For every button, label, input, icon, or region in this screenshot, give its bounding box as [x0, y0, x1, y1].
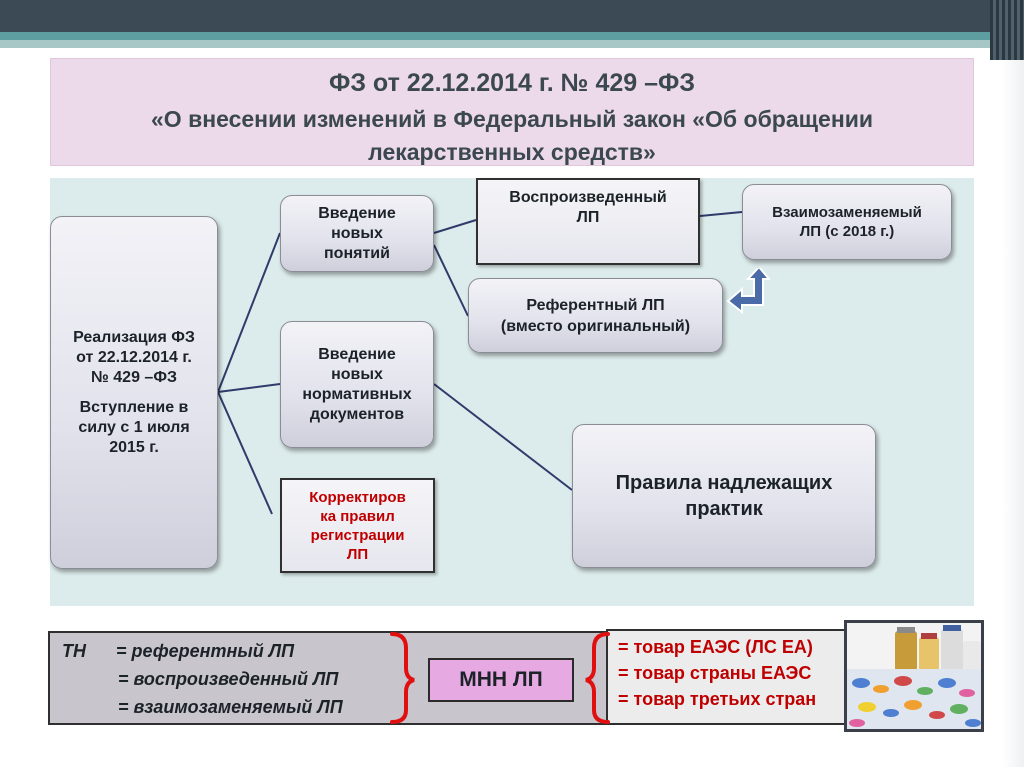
reproduced-line1: Воспроизведенный [509, 189, 667, 206]
left-curly-bracket [585, 632, 610, 724]
interchangeable-line2: ЛП (с 2018 г.) [799, 223, 895, 240]
goods-third-countries: = товар третьих стран [618, 689, 817, 709]
main-line3: № 429 –ФЗ [91, 368, 177, 386]
main-line6: 2015 г. [109, 438, 159, 456]
new-docs-line4: документов [309, 405, 405, 423]
top-dark-bar [0, 0, 1024, 32]
new-concepts-box: Введение новых понятий [280, 195, 434, 272]
title-law-name: «О внесении изменений в Федеральный зако… [51, 103, 973, 169]
referent-drug-box: Референтный ЛП (вместо оригинальный) [468, 278, 723, 353]
connector-reproduced-to-interchangeable [699, 211, 743, 217]
tn-equals-referent: = референтный ЛП [116, 641, 295, 661]
top-right-stripes [990, 0, 1024, 60]
connector-main-to-correction [217, 391, 273, 515]
main-line4: Вступление в [79, 398, 189, 416]
title-law-number: ФЗ от 22.12.2014 г. № 429 –ФЗ [328, 69, 696, 97]
goods-eaeu-ls: = товар ЕАЭС (ЛС ЕА) [618, 637, 813, 657]
correction-line3: регистрации [310, 526, 405, 544]
new-docs-line3: нормативных [302, 385, 412, 403]
reproduced-drug-box: Воспроизведенный ЛП [476, 178, 700, 265]
connector-main-to-concepts [217, 232, 281, 393]
correction-line2: ка правил [320, 507, 395, 525]
main-line1: Реализация ФЗ [73, 328, 195, 346]
reproduced-line2: ЛП [576, 209, 600, 226]
correction-line1: Корректиров [309, 488, 406, 506]
goods-eaeu-country: = товар страны ЕАЭС [618, 663, 812, 683]
title-box: ФЗ от 22.12.2014 г. № 429 –ФЗ «О внесени… [50, 58, 974, 166]
pills-photo [844, 620, 984, 732]
inn-drug-box: МНН ЛП [428, 658, 574, 702]
new-concepts-line3: понятий [324, 244, 390, 262]
turn-up-left-arrow-icon [726, 268, 770, 314]
top-light-bar [0, 40, 1024, 48]
right-edge-shadow [1002, 60, 1024, 767]
new-concepts-line1: Введение [318, 204, 396, 222]
connector-main-to-docs [217, 383, 281, 393]
title-law-name-line2: лекарственных средств» [368, 139, 656, 165]
referent-line2: (вместо оригинальный) [500, 317, 691, 335]
registration-rules-correction-box: Корректиров ка правил регистрации ЛП [280, 478, 435, 573]
new-regulatory-docs-box: Введение новых нормативных документов [280, 321, 434, 448]
new-docs-line2: новых [331, 365, 383, 383]
main-line5: силу с 1 июля [78, 418, 190, 436]
tn-equals-interchangeable: = взаимозаменяемый ЛП [118, 697, 343, 717]
interchangeable-drug-box: Взаимозаменяемый ЛП (с 2018 г.) [742, 184, 952, 260]
connector-docs-to-rules [433, 383, 573, 491]
correction-line4: ЛП [346, 545, 369, 563]
top-teal-bar [0, 32, 1024, 40]
new-concepts-line2: новых [331, 224, 383, 242]
main-line2: от 22.12.2014 г. [76, 348, 192, 366]
pills-illustration [847, 623, 981, 729]
referent-line1: Референтный ЛП [526, 296, 665, 314]
tn-equals-reproduced: = воспроизведенный ЛП [118, 669, 339, 689]
title-law-name-line1: «О внесении изменений в Федеральный зако… [151, 106, 873, 132]
trade-name-label: ТН [62, 641, 86, 661]
right-curly-bracket [390, 632, 415, 724]
good-practice-rules-box: Правила надлежащих практик [572, 424, 876, 568]
goods-origin-box: = товар ЕАЭС (ЛС ЕА) = товар страны ЕАЭС… [606, 629, 888, 725]
rules-line2: практик [685, 498, 763, 520]
connector-concepts-to-referent [433, 244, 469, 317]
law-implementation-box: Реализация ФЗ от 22.12.2014 г. № 429 –ФЗ… [50, 216, 218, 569]
connector-concepts-to-reproduced [433, 219, 477, 234]
rules-line1: Правила надлежащих [615, 472, 833, 494]
interchangeable-line1: Взаимозаменяемый [772, 204, 922, 221]
new-docs-line1: Введение [318, 345, 396, 363]
